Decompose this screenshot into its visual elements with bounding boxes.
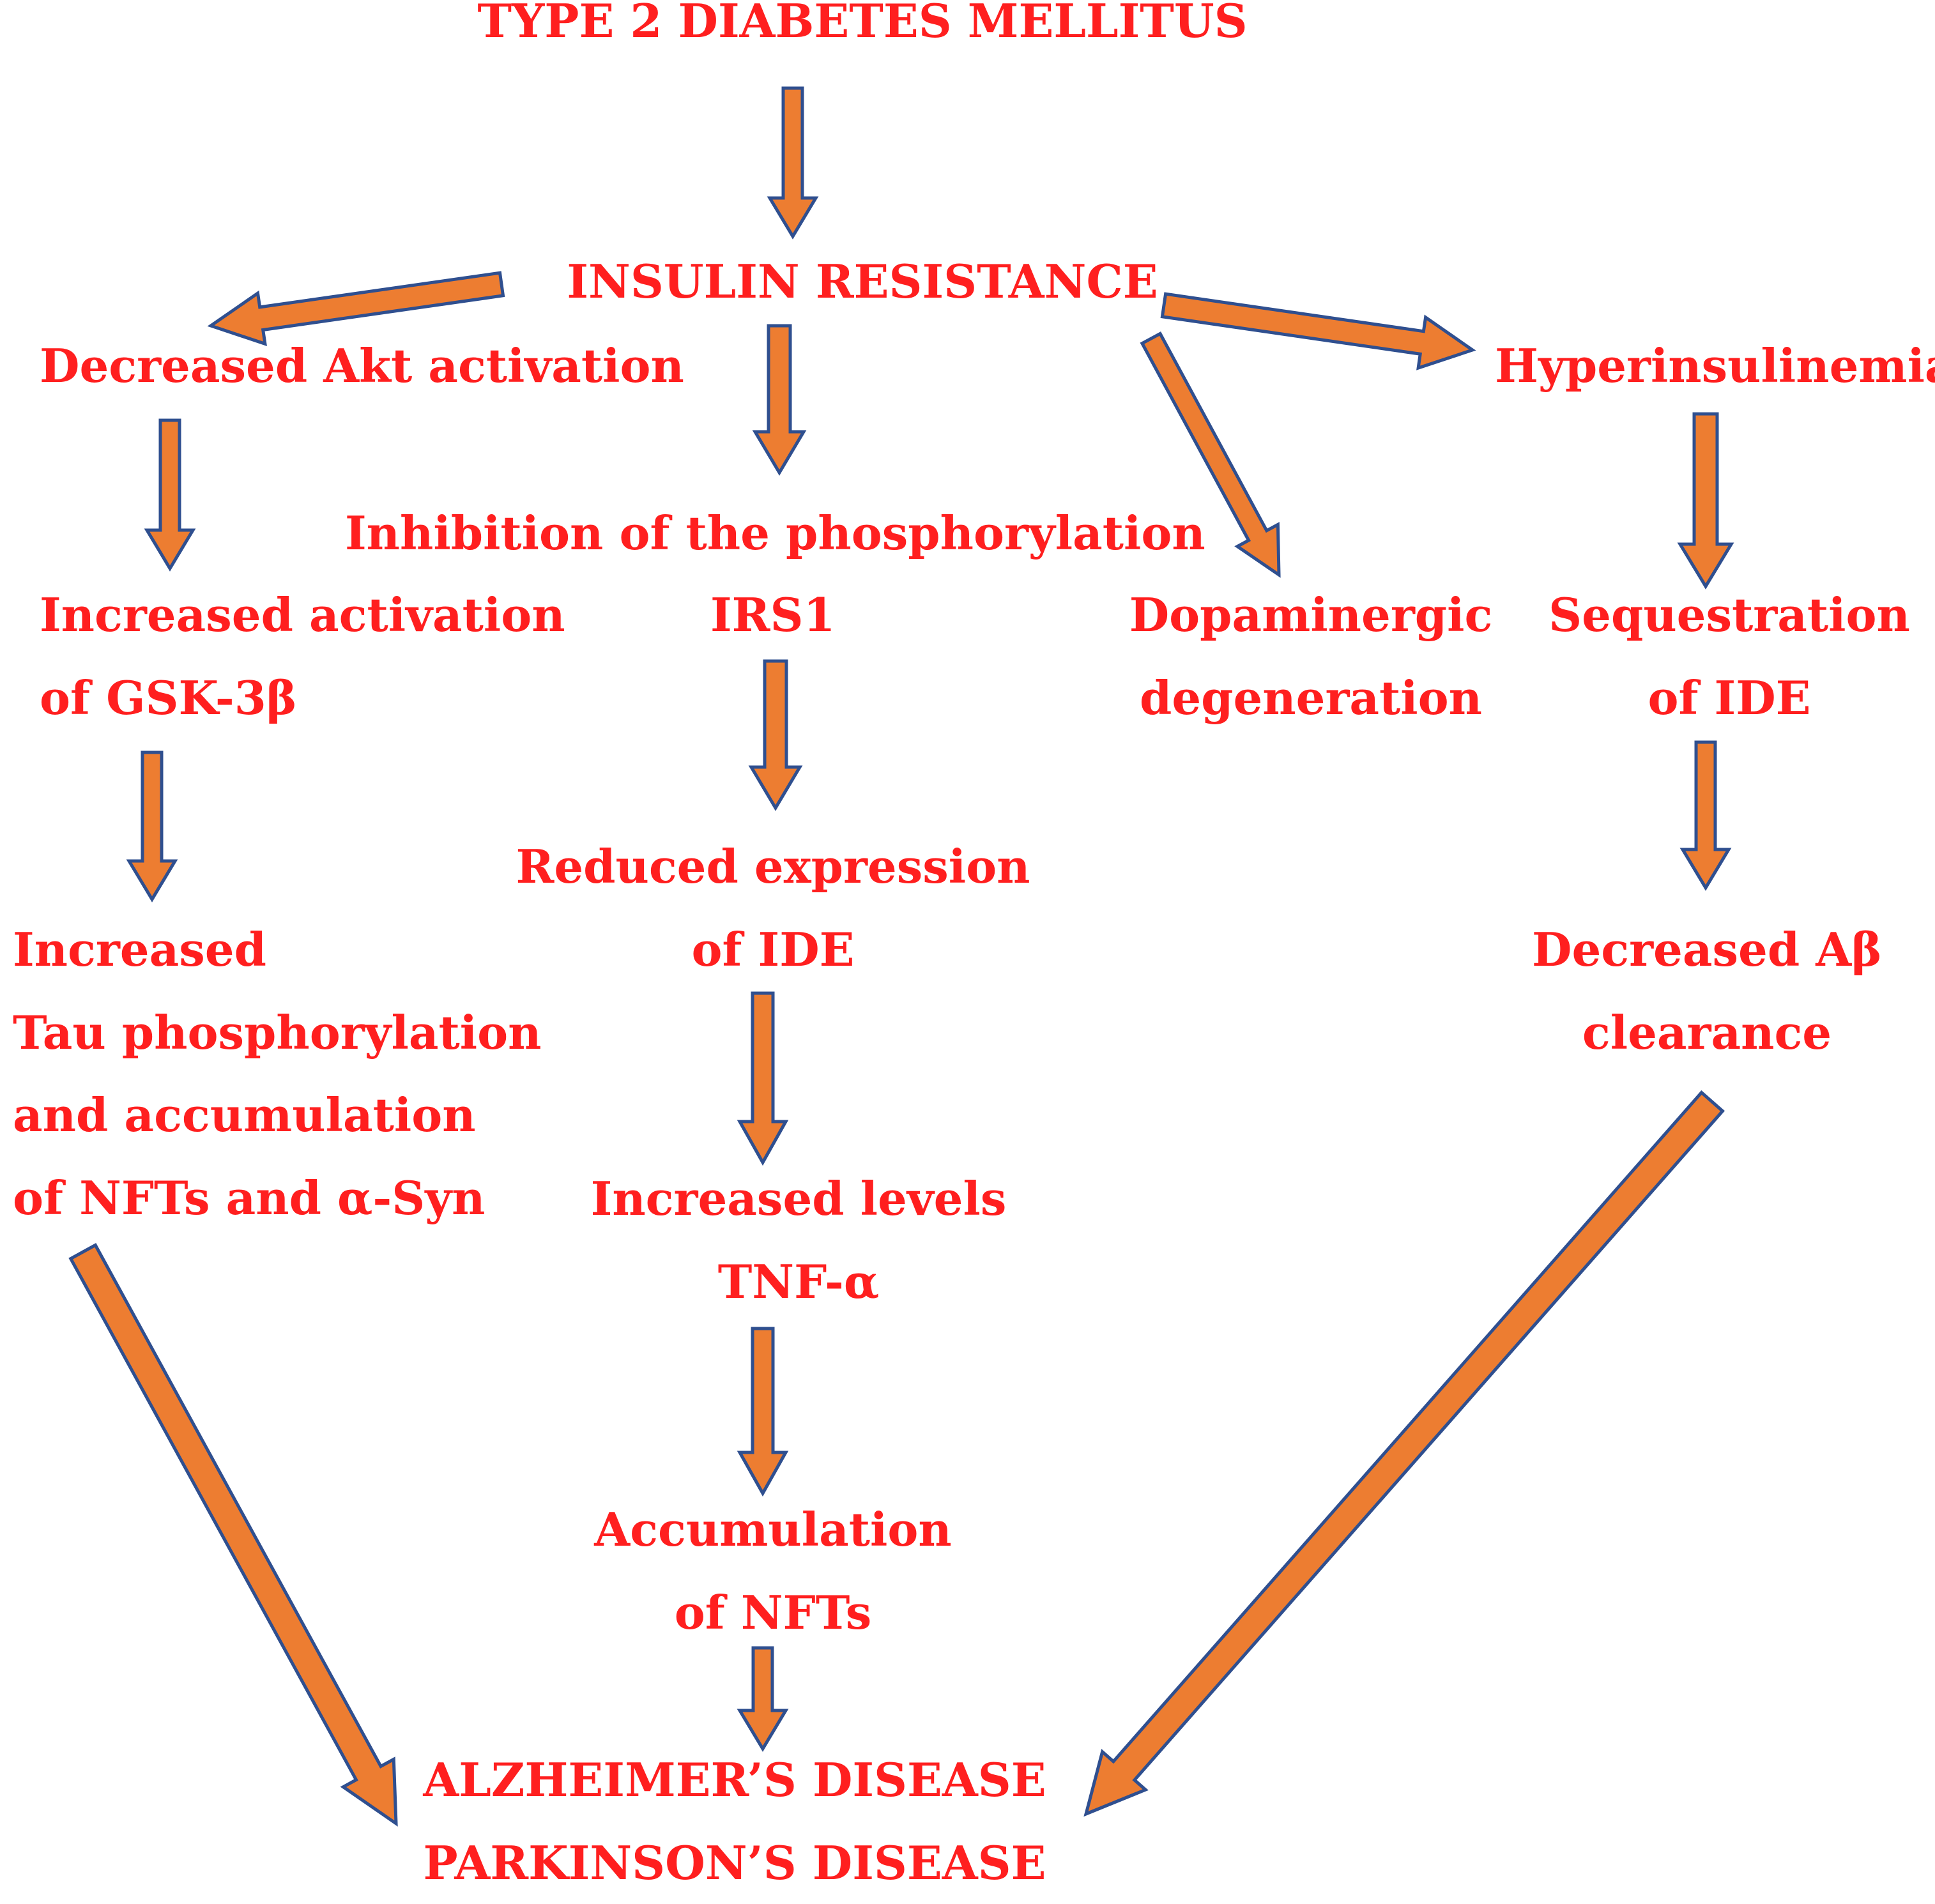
node-inhibition-of-phosphorylation: Inhibition of the phosphorylation	[345, 506, 1205, 560]
arrow-nft-to-outcome	[737, 1646, 789, 1752]
node-hyperinsulinemia: Hyperinsulinemia	[1495, 339, 1935, 393]
node-accumulation-of-nfts: Accumulation of NFTs	[594, 1502, 952, 1640]
node-type-2-diabetes: TYPE 2 DIABETES MELLITUS	[477, 0, 1248, 48]
arrow-insulin-resistance-to-inhibition	[752, 324, 807, 476]
arrow-tau-to-outcome	[68, 1243, 398, 1827]
arrow-layer	[68, 86, 1734, 1827]
node-increased-gsk3b-activation: Increased activation of GSK-3β	[40, 588, 565, 725]
arrow-tnf-to-nft	[737, 1327, 789, 1497]
arrow-abeta-to-outcome	[1083, 1090, 1725, 1817]
node-irs1: IRS1	[710, 588, 836, 642]
arrow-reduced-ide-to-tnf	[737, 991, 789, 1166]
arrow-insulin-resistance-to-dopaminergic	[1140, 331, 1281, 578]
node-decreased-abeta-clearance: Decreased Aβ clearance	[1532, 922, 1882, 1060]
arrow-irs1-to-reduced-ide	[748, 659, 803, 811]
node-insulin-resistance: INSULIN RESISTANCE	[567, 254, 1158, 308]
node-tau-phosphorylation: Increased Tau phosphorylation and accumu…	[13, 922, 542, 1225]
node-dopaminergic-degeneration: Dopaminergic degeneration	[1129, 588, 1493, 725]
node-increased-tnf-alpha: Increased levels TNF-α	[590, 1171, 1007, 1309]
arrow-gsk-to-tau	[126, 750, 178, 902]
node-alzheimers-parkinsons-disease: ALZHEIMER’S DISEASE PARKINSON’S DISEASE	[423, 1753, 1046, 1890]
arrow-akt-to-gsk	[144, 418, 196, 572]
node-sequestration-of-ide: Sequestration of IDE	[1549, 588, 1910, 725]
node-decreased-akt-activation: Decreased Akt activation	[40, 339, 684, 393]
arrow-t2dm-to-insulin-resistance	[767, 86, 819, 240]
arrow-sequestration-to-abeta	[1679, 740, 1732, 891]
arrow-insulin-resistance-to-hyperinsulinemia	[1160, 292, 1476, 370]
node-reduced-ide-expression: Reduced expression of IDE	[516, 839, 1030, 977]
arrow-insulin-resistance-to-akt	[207, 271, 505, 346]
arrow-hyperinsulinemia-to-sequestration	[1677, 412, 1734, 590]
